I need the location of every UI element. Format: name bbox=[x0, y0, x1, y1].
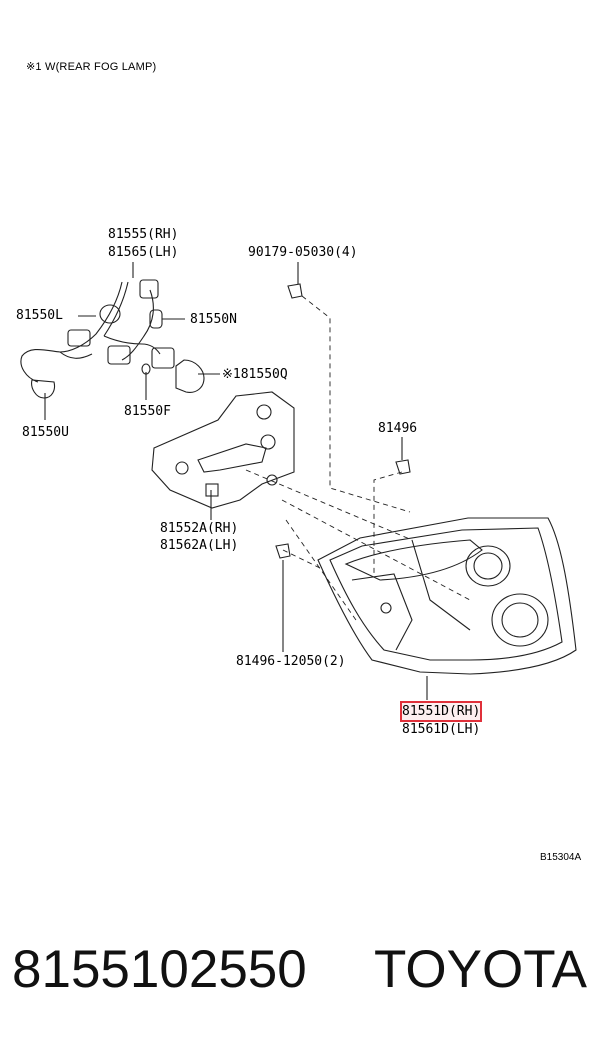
label-81562a-lh: 81562A(LH) bbox=[160, 538, 239, 553]
label-81552a-rh: 81552A(RH) bbox=[160, 521, 239, 536]
label-81550q: ※181550Q bbox=[222, 367, 288, 382]
lamp-housing bbox=[317, 517, 577, 675]
fog-lamp-note: ※1 W(REAR FOG LAMP) bbox=[26, 61, 157, 73]
lamp-gasket bbox=[151, 391, 295, 509]
leader-lines bbox=[44, 262, 428, 700]
wire-harness bbox=[20, 279, 205, 399]
label-81561d-lh: 81561D(LH) bbox=[402, 722, 481, 737]
label-81550n: 81550N bbox=[190, 312, 237, 327]
figure-id: B15304A bbox=[540, 852, 582, 863]
label-81496: 81496 bbox=[378, 421, 418, 436]
label-81550f: 81550F bbox=[124, 404, 171, 419]
label-81551d-rh-highlighted: 81551D(RH) bbox=[399, 701, 483, 722]
footer-part-number: 8155102550 bbox=[12, 940, 307, 999]
label-90179: 90179-05030(4) bbox=[248, 245, 358, 260]
footer-brand: TOYOTA bbox=[374, 940, 588, 999]
fasteners bbox=[275, 283, 411, 559]
label-81550u: 81550U bbox=[22, 425, 69, 440]
label-81496-12050: 81496-12050(2) bbox=[236, 654, 346, 669]
dashed-guides bbox=[245, 295, 471, 621]
label-81550l: 81550L bbox=[16, 308, 63, 323]
label-81555-rh: 81555(RH) bbox=[108, 227, 179, 242]
label-81565-lh: 81565(LH) bbox=[108, 245, 179, 260]
